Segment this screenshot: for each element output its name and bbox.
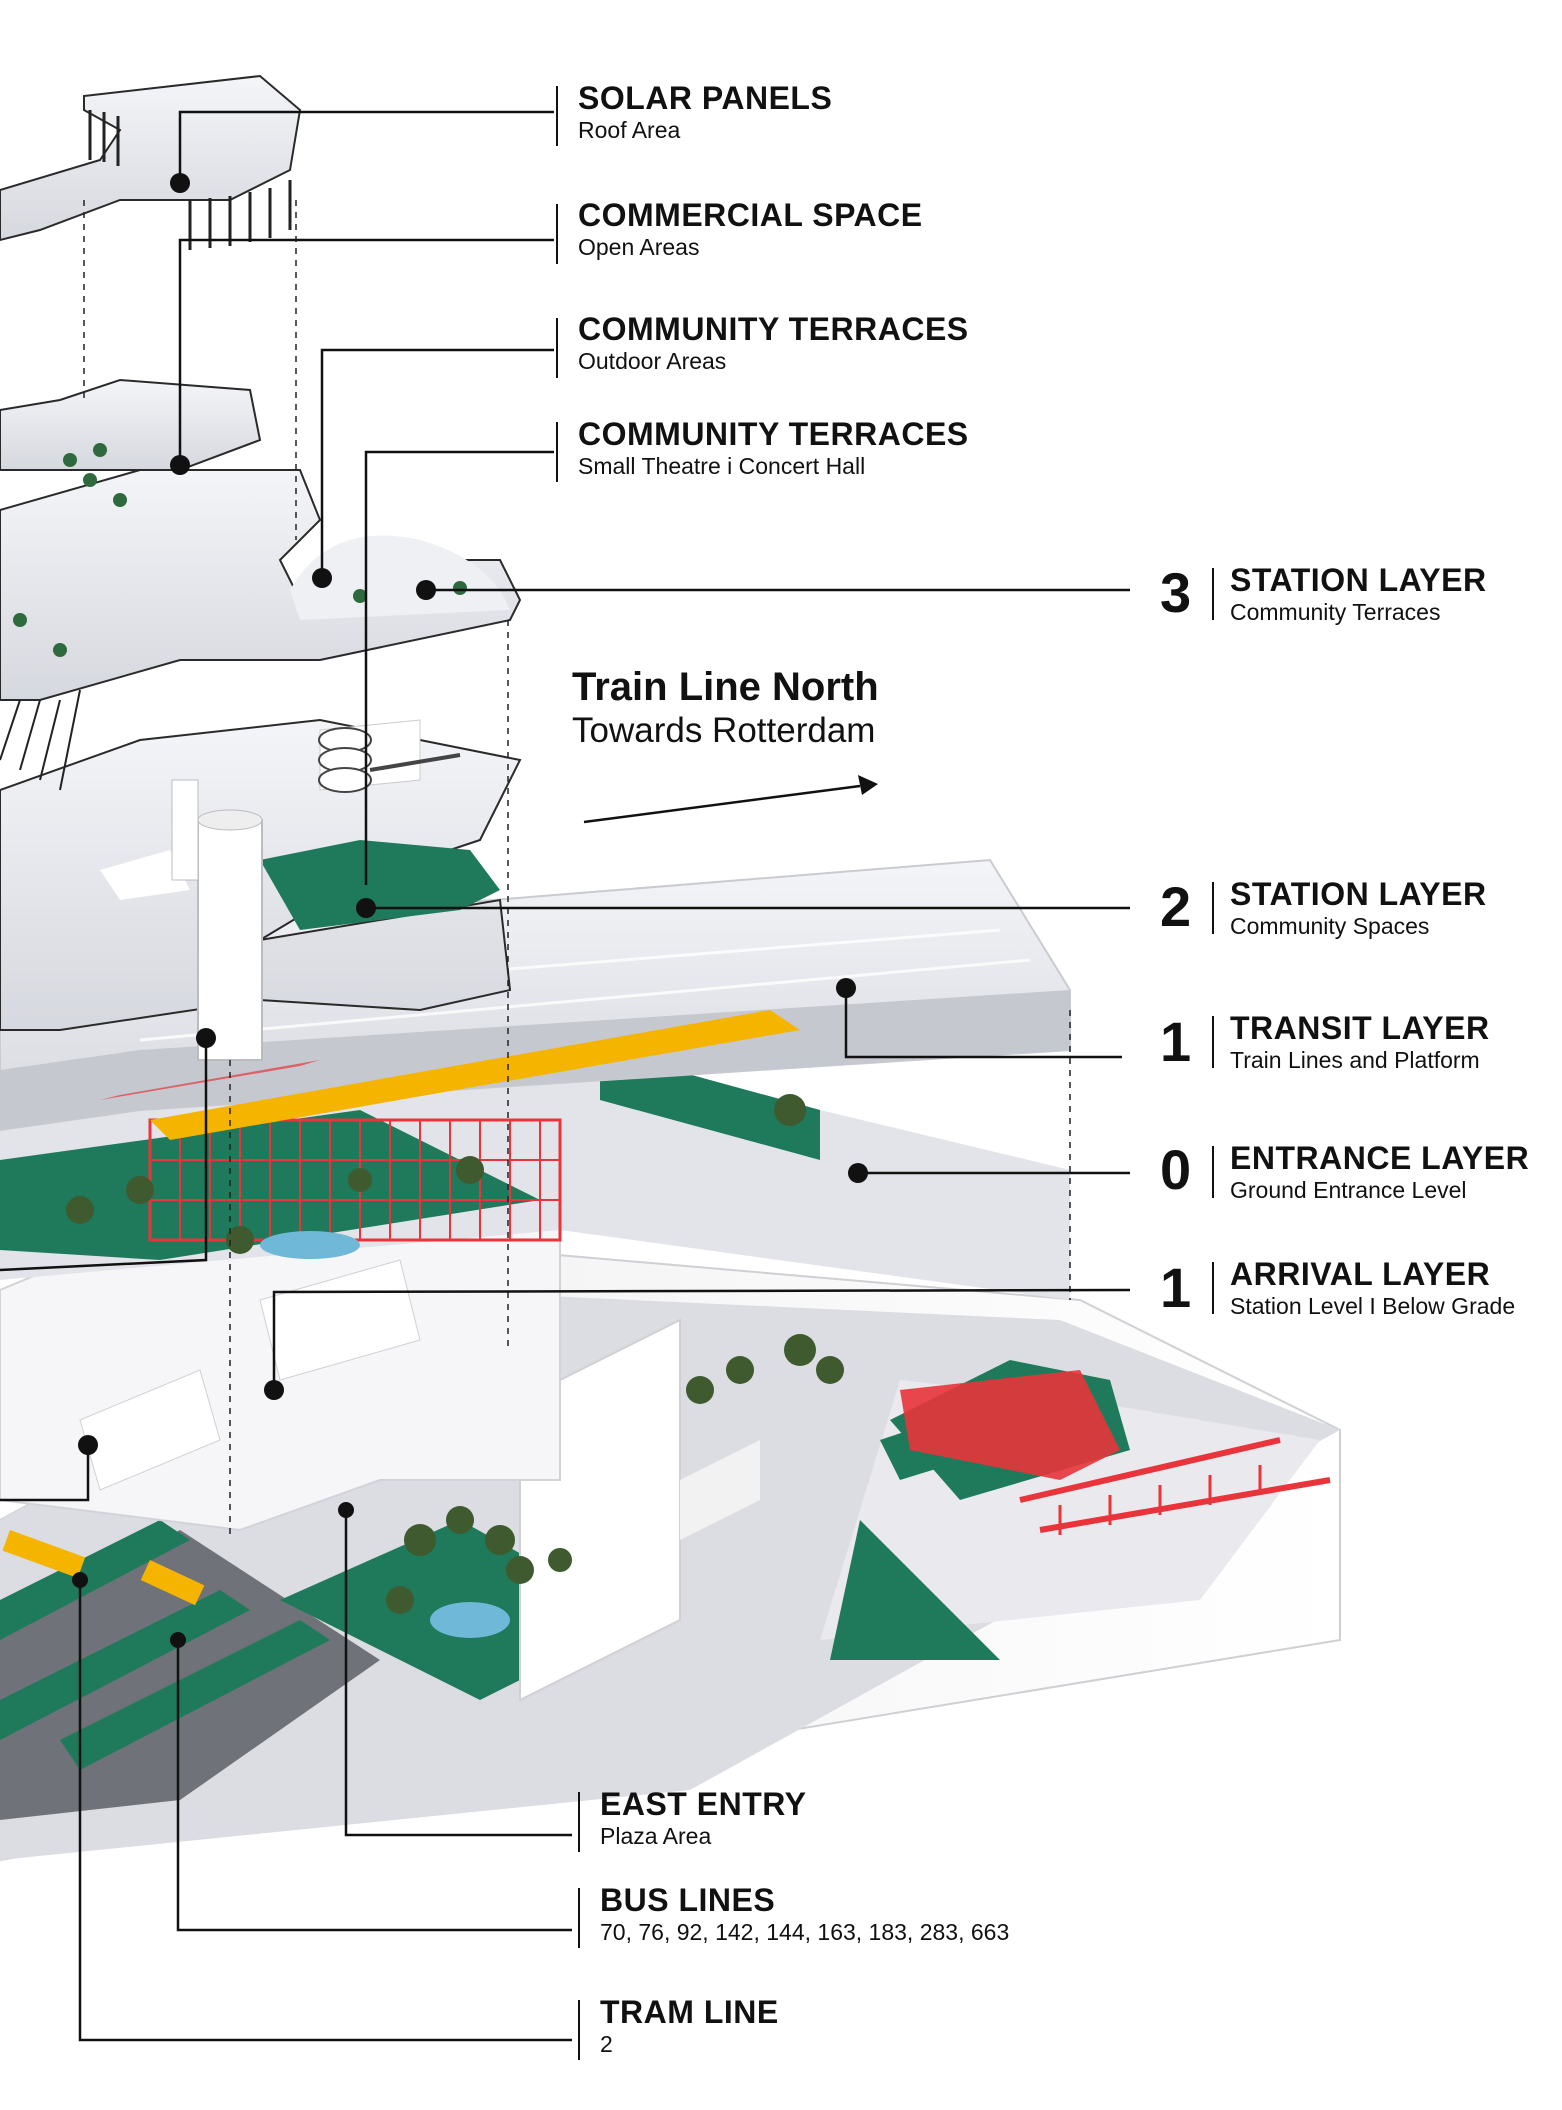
dot-terrace-outdoor [312,568,332,588]
callout-solar-panels: SOLAR PANELS Roof Area [578,80,832,144]
callout-community-terraces-outdoor: COMMUNITY TERRACES Outdoor Areas [578,311,969,375]
layer-1-arrival-number: 1 [1160,1256,1192,1319]
layer-title: STATION LAYER [1230,562,1487,598]
callout-subtitle: Outdoor Areas [578,348,727,374]
train-direction-label: Train Line North Towards Rotterdam [572,664,879,752]
layer-subtitle: Ground Entrance Level [1230,1177,1467,1203]
layer-subtitle: Community Spaces [1230,913,1430,939]
callout-title: EAST ENTRY [600,1786,807,1822]
layer-2-number: 2 [1160,875,1192,938]
callout-subtitle: 2 [600,2031,613,2057]
callout-title: COMMERCIAL SPACE [578,197,923,233]
arrival-layer-volume [0,1188,561,1532]
callout-east-entry: EAST ENTRY Plaza Area [600,1786,807,1850]
layer-0-number: 0 [1160,1138,1192,1201]
dot-transit [836,978,856,998]
layer-subtitle: Train Lines and Platform [1230,1047,1480,1073]
callout-title: TRAM LINE [600,1994,779,2030]
dot-solar [170,173,190,193]
direction-subtitle: Towards Rotterdam [572,711,876,750]
entrance-layer-label: ENTRANCE LAYER Ground Entrance Level [1230,1140,1529,1204]
dot-layer-2 [356,898,376,918]
dot-east-entry [338,1502,354,1518]
callout-bar [556,86,558,146]
callout-bar [578,1888,580,1948]
dot-tower [196,1028,216,1048]
callout-bar [556,422,558,482]
layer-title: ENTRANCE LAYER [1230,1140,1530,1176]
dot-arrival [264,1380,284,1400]
callout-commercial-space: COMMERCIAL SPACE Open Areas [578,197,923,261]
layer-subtitle: Community Terraces [1230,599,1441,625]
callout-bar [556,318,558,378]
callout-subtitle: 70, 76, 92, 142, 144, 163, 183, 283, 663 [600,1919,1010,1945]
callout-title: SOLAR PANELS [578,80,833,116]
layer-bar [1212,1016,1214,1068]
layer-title: STATION LAYER [1230,876,1487,912]
callout-tram-line: TRAM LINE 2 [600,1994,779,2058]
dot-tram [72,1572,88,1588]
callout-title: BUS LINES [600,1882,776,1918]
callout-bar [556,204,558,264]
layer-bar [1212,1262,1214,1314]
station-layer-2-slab [0,718,522,1061]
projection-lines [83,200,1071,1540]
dot-entrance [848,1163,868,1183]
layer-1-transit-number: 1 [1160,1010,1192,1073]
layer-subtitle: Station Level I Below Grade [1230,1293,1516,1319]
direction-arrow [583,775,878,824]
layer-3-number: 3 [1160,561,1192,624]
dot-bus [170,1632,186,1648]
callout-lines [0,110,1131,2042]
dot-commercial [170,455,190,475]
callout-title: COMMUNITY TERRACES [578,311,969,347]
layer-2-label: STATION LAYER Community Spaces [1230,876,1487,940]
dot-layer-3 [416,580,436,600]
callout-subtitle: Small Theatre i Concert Hall [578,453,866,479]
callout-dots [72,173,868,1648]
arrival-layer-label: ARRIVAL LAYER Station Level I Below Grad… [1230,1256,1515,1320]
layer-bar [1212,568,1214,620]
layer-3-label: STATION LAYER Community Terraces [1230,562,1487,626]
layer-title: TRANSIT LAYER [1230,1010,1490,1046]
callout-title: COMMUNITY TERRACES [578,416,969,452]
dot-left [78,1435,98,1455]
solar-roof-slab [0,74,302,250]
callout-subtitle: Roof Area [578,117,681,143]
spiral-ramp [318,727,372,793]
callout-bus-lines: BUS LINES 70, 76, 92, 142, 144, 163, 183… [600,1882,1009,1946]
layer-bar [1212,882,1214,934]
callout-subtitle: Plaza Area [600,1823,712,1849]
callout-community-terraces-theatre: COMMUNITY TERRACES Small Theatre i Conce… [578,416,969,480]
commercial-slab [0,378,262,471]
layer-title: ARRIVAL LAYER [1230,1256,1491,1292]
layer-bar [1212,1146,1214,1198]
transit-layer-label: TRANSIT LAYER Train Lines and Platform [1230,1010,1490,1074]
callout-bar [578,2000,580,2060]
callout-bar [578,1792,580,1852]
callout-subtitle: Open Areas [578,234,700,260]
direction-title: Train Line North [572,665,879,709]
